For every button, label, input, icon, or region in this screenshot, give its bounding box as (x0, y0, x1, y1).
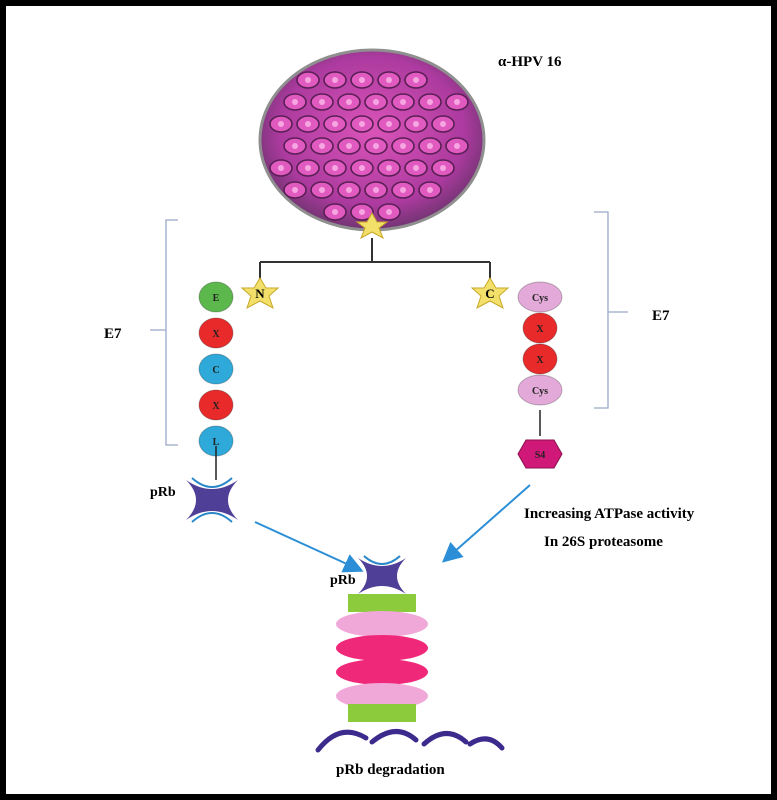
capsomer-center-22 (346, 143, 352, 149)
capsomer-center-28 (305, 165, 311, 171)
right-e7-label: E7 (652, 308, 670, 324)
proteasome-26s (336, 555, 428, 722)
proteasome-cap-bottom (348, 704, 416, 722)
left-prb-molecule (186, 477, 238, 523)
capsomer-center-31 (386, 165, 392, 171)
left-residue-3 (198, 389, 234, 421)
capsomer-center-11 (427, 99, 433, 105)
capsomer-center-35 (319, 187, 325, 193)
capsomer-center-4 (386, 77, 392, 83)
capsomer-center-6 (292, 99, 298, 105)
left-prb-label: pRb (150, 485, 176, 500)
right-residue-1 (522, 312, 558, 344)
capsomer-center-29 (332, 165, 338, 171)
right-residue-label-1: X (536, 324, 544, 335)
capsomer-center-36 (346, 187, 352, 193)
capsomer-center-14 (305, 121, 311, 127)
right-residue-0 (517, 281, 563, 313)
capsomer-center-9 (373, 99, 379, 105)
proteasome-cap-top (348, 594, 416, 612)
capsomer-center-27 (278, 165, 284, 171)
capsomer-center-32 (413, 165, 419, 171)
virus-label: α-HPV 16 (498, 54, 562, 70)
capsomer-center-26 (454, 143, 460, 149)
capsomer-center-12 (454, 99, 460, 105)
capsomer-center-18 (413, 121, 419, 127)
right-bracket (594, 211, 628, 409)
bound-prb-molecule (358, 555, 406, 594)
left-bracket (150, 219, 178, 446)
right-residue-2 (522, 343, 558, 375)
capsomer-center-2 (332, 77, 338, 83)
left-residue-label-2: C (212, 365, 219, 376)
arrow-left-to-proteasome (254, 521, 364, 573)
capsomer-center-17 (386, 121, 392, 127)
left-e7-label: E7 (104, 326, 122, 342)
degraded-prb-fragments (315, 729, 505, 753)
capsomer-center-16 (359, 121, 365, 127)
capsomer-center-7 (319, 99, 325, 105)
left-residue-label-4: L (213, 437, 220, 448)
capsomer-center-30 (359, 165, 365, 171)
left-residue-1 (198, 317, 234, 349)
capsomer-center-38 (400, 187, 406, 193)
c-terminus-label: C (485, 286, 494, 301)
left-residue-chain: E X C X L (198, 281, 234, 457)
right-residue-label-3: Cys (532, 386, 548, 397)
capsomer-center-20 (292, 143, 298, 149)
capsomer-center-8 (346, 99, 352, 105)
branch-connector (259, 238, 491, 280)
capsomer-center-24 (400, 143, 406, 149)
left-residue-label-3: X (212, 401, 220, 412)
right-residue-3 (517, 374, 563, 406)
capsomer-center-39 (427, 187, 433, 193)
n-terminus-label: N (255, 286, 265, 301)
atpase-annotation-line1: Increasing ATPase activity (524, 506, 695, 522)
capsomer-center-13 (278, 121, 284, 127)
proteasome-ring-3 (336, 659, 428, 685)
right-residue-label-0: Cys (532, 293, 548, 304)
capsomer-center-5 (413, 77, 419, 83)
s4-label: S4 (535, 450, 546, 461)
capsomer-center-19 (440, 121, 446, 127)
virion-base-star (355, 211, 389, 240)
n-terminus-star: N (240, 277, 280, 310)
left-residue-label-1: X (212, 329, 220, 340)
left-residue-0 (198, 281, 234, 313)
proteasome-ring-4 (336, 683, 428, 709)
capsomer-center-41 (359, 209, 365, 215)
capsomer-center-40 (332, 209, 338, 215)
capsomer-center-21 (319, 143, 325, 149)
atpase-annotation-line2: In 26S proteasome (544, 534, 663, 550)
virion-capsomers (269, 71, 469, 221)
capsomer-center-34 (292, 187, 298, 193)
capsomer-center-10 (400, 99, 406, 105)
capsomer-center-37 (373, 187, 379, 193)
arrow-right-to-proteasome (442, 484, 531, 563)
c-terminus-star: C (470, 277, 510, 310)
degradation-caption: pRb degradation (336, 762, 445, 778)
hpv-virion (258, 48, 486, 232)
proteasome-ring-1 (336, 611, 428, 637)
capsomer-center-3 (359, 77, 365, 83)
right-residue-label-2: X (536, 355, 544, 366)
capsomer-center-1 (305, 77, 311, 83)
left-residue-2 (198, 353, 234, 385)
capsomer-center-25 (427, 143, 433, 149)
capsomer-center-23 (373, 143, 379, 149)
capsomer-center-15 (332, 121, 338, 127)
capsomer-center-42 (386, 209, 392, 215)
proteasome-ring-2 (336, 635, 428, 661)
s4-subunit: S4 (517, 439, 563, 469)
capsomer-center-33 (440, 165, 446, 171)
left-residue-label-0: E (213, 293, 220, 304)
bound-prb-label: pRb (330, 573, 356, 588)
